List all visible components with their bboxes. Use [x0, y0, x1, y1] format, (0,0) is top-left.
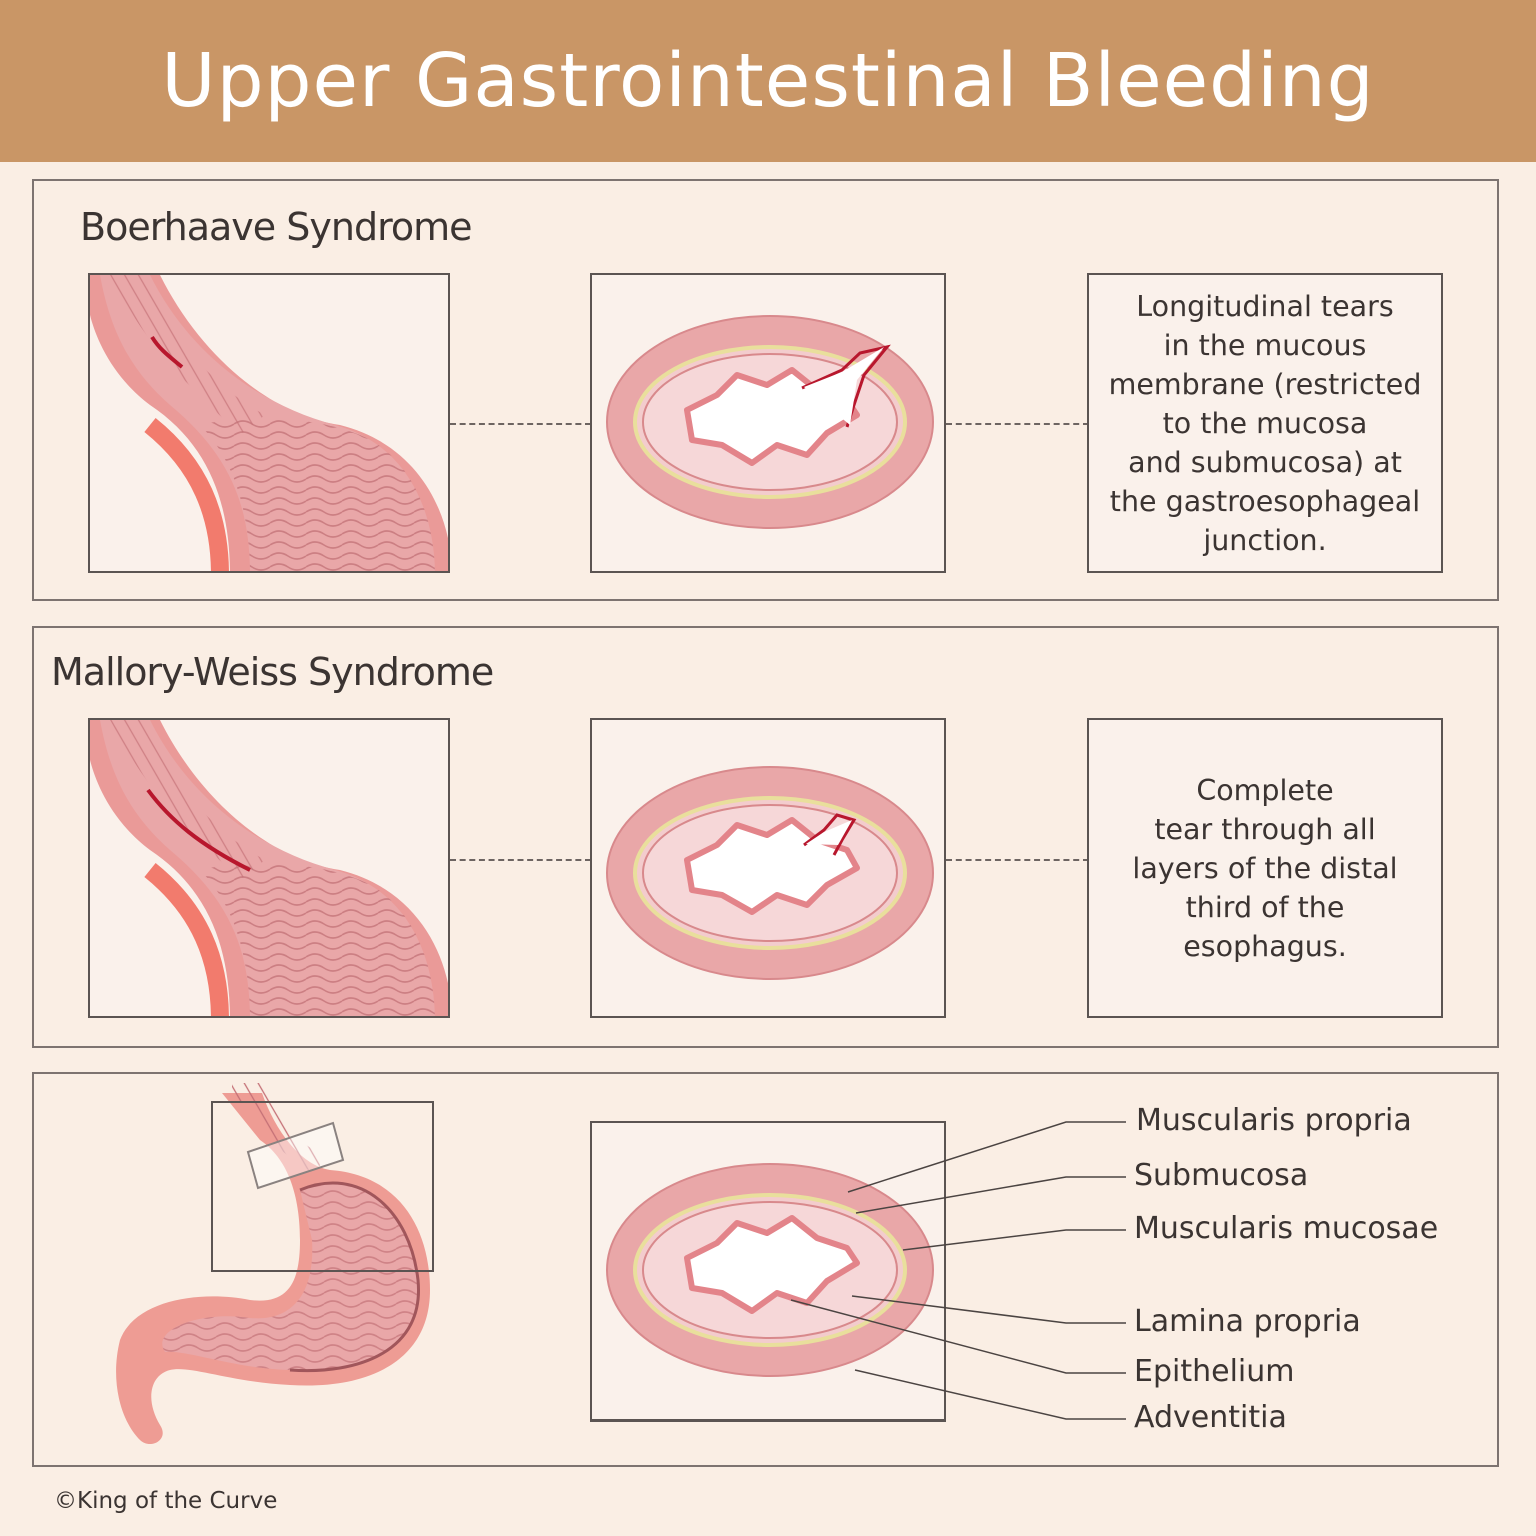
label-epithelium: Epithelium	[1134, 1354, 1295, 1389]
label-submucosa: Submucosa	[1134, 1158, 1309, 1193]
label-lamina-propria: Lamina propria	[1134, 1304, 1361, 1339]
label-muscularis-propria: Muscularis propria	[1136, 1103, 1412, 1138]
anatomy-panel	[32, 1072, 1499, 1467]
layers-cross-section	[590, 1121, 946, 1422]
boerhaave-cross-section	[590, 273, 946, 573]
title-banner: Upper Gastrointestinal Bleeding	[0, 0, 1536, 162]
boerhaave-panel: Boerhaave Syndrome	[32, 179, 1499, 601]
mallory-weiss-heading: Mallory-Weiss Syndrome	[51, 650, 494, 694]
boerhaave-heading: Boerhaave Syndrome	[80, 205, 473, 249]
mallory-weiss-cross-section	[590, 718, 946, 1018]
boerhaave-connector-right	[946, 423, 1089, 425]
mallory-weiss-description-box: Complete tear through all layers of the …	[1087, 718, 1443, 1018]
mallory-weiss-connector-right	[946, 859, 1089, 861]
copyright-notice: ©King of the Curve	[54, 1488, 278, 1514]
mallory-weiss-description: Complete tear through all layers of the …	[1132, 773, 1398, 963]
page-title: Upper Gastrointestinal Bleeding	[161, 38, 1375, 124]
boerhaave-junction-illustration	[88, 273, 450, 573]
boerhaave-description-box: Longitudinal tears in the mucous membran…	[1087, 273, 1443, 573]
boerhaave-connector-left	[450, 423, 591, 425]
label-muscularis-mucosae: Muscularis mucosae	[1134, 1211, 1439, 1246]
mallory-weiss-junction-illustration	[88, 718, 450, 1018]
mallory-weiss-connector-left	[450, 859, 591, 861]
boerhaave-description: Longitudinal tears in the mucous membran…	[1108, 289, 1422, 557]
label-adventitia: Adventitia	[1134, 1400, 1287, 1435]
mallory-weiss-panel: Mallory-Weiss Syndrome	[32, 626, 1499, 1048]
